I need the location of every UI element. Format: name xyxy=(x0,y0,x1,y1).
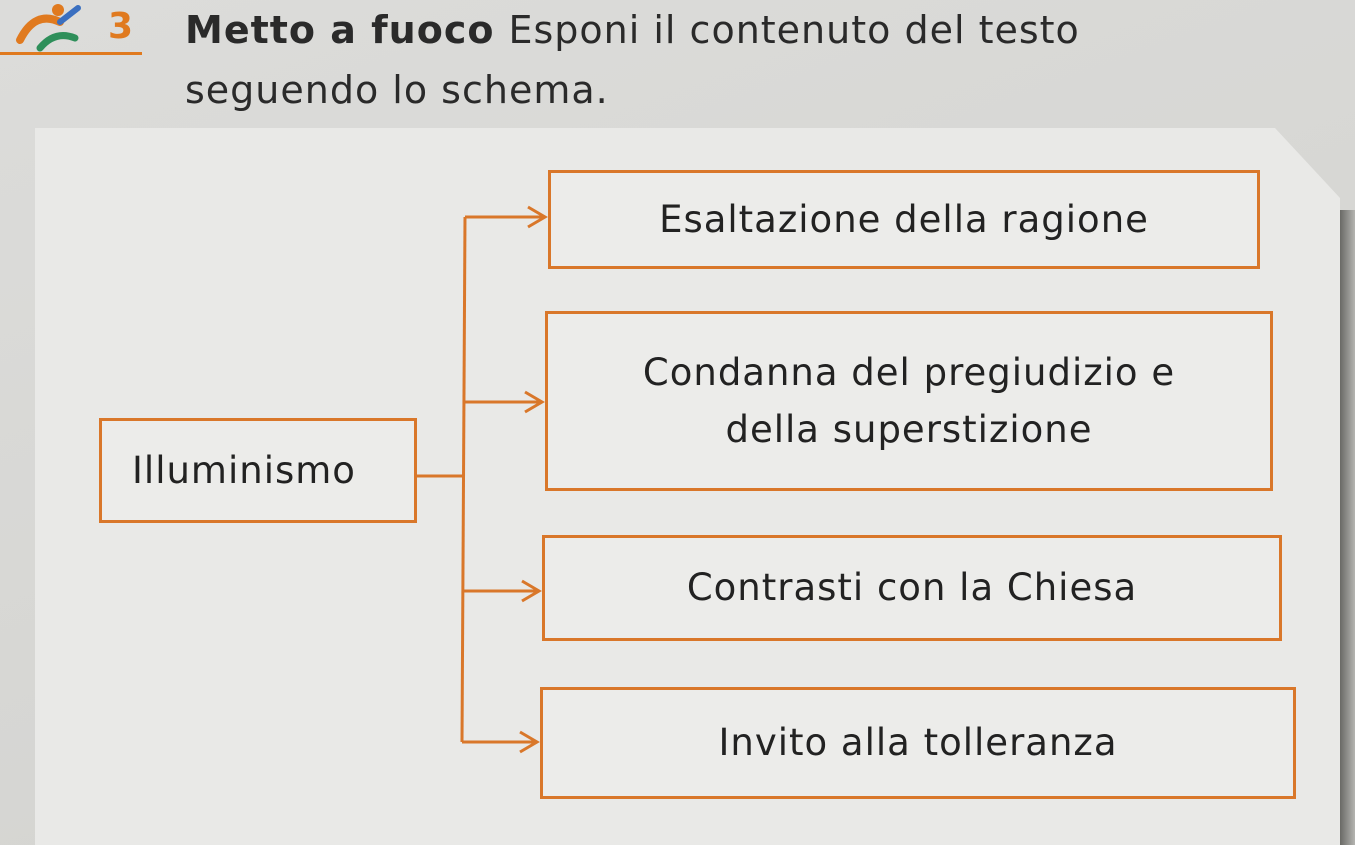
arrowhead-2 xyxy=(524,390,545,414)
root-node-box: Illuminismo xyxy=(99,418,417,523)
arrowhead-3 xyxy=(521,579,542,603)
header-underline xyxy=(0,52,142,55)
instruction-line-1: Metto a fuoco Esponi il contenuto del tes… xyxy=(185,8,1080,52)
arrowhead-4 xyxy=(519,730,540,754)
branch-label-2: Condanna del pregiudizio e della superst… xyxy=(642,350,1176,451)
branch-label-1: Esaltazione della ragione xyxy=(659,197,1149,241)
root-node-label: Illuminismo xyxy=(132,448,356,492)
branch-node-2: Condanna del pregiudizio e della superst… xyxy=(545,311,1273,491)
branch-label-3: Contrasti con la Chiesa xyxy=(686,566,1138,610)
exercise-keyword: Metto a fuoco xyxy=(185,8,495,52)
exercise-number: 3 xyxy=(108,6,134,47)
exercise-header: 3 Metto a fuoco Esponi il contenuto del t… xyxy=(0,0,1300,125)
instruction-text-1: Esponi il contenuto del testo xyxy=(508,8,1080,52)
runner-icon xyxy=(16,4,81,52)
branch-node-1: Esaltazione della ragione xyxy=(548,170,1260,269)
instruction-line-2: seguendo lo schema. xyxy=(185,68,609,112)
branch-label-4: Invito alla tolleranza xyxy=(718,721,1118,765)
arrowhead-1 xyxy=(527,205,548,229)
trunk-line xyxy=(460,216,467,743)
branch-node-4: Invito alla tolleranza xyxy=(540,687,1296,799)
branch-node-3: Contrasti con la Chiesa xyxy=(542,535,1282,641)
